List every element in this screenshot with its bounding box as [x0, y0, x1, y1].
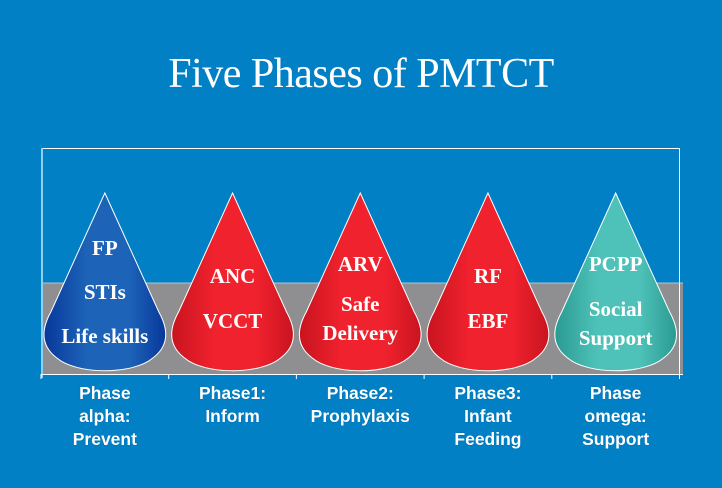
axis-ticks: [40, 374, 680, 379]
cone-text-phase1: VCCT: [203, 309, 263, 333]
phase-label-line: Support: [582, 429, 650, 449]
cone-text-omega: Support: [579, 326, 653, 350]
cone-phase3: [426, 191, 550, 372]
cone-text-alpha: STIs: [84, 280, 126, 304]
phase-label-alpha: Phase alpha: Prevent: [41, 382, 168, 451]
cone-text-alpha: FP: [92, 236, 118, 260]
phase-label-omega: Phase omega: Support: [552, 382, 679, 451]
phase-label-line: Inform: [205, 406, 260, 426]
phase-label-line: Prophylaxis: [310, 406, 410, 426]
phase-label-line: Phase: [589, 383, 642, 403]
phase-label-line: Prevent: [72, 429, 137, 449]
cone-omega: [554, 191, 677, 372]
phase-label-line: Feeding: [454, 429, 522, 449]
slide-title: Five Phases of PMTCT: [168, 51, 554, 97]
cone-text-phase2: Safe: [341, 292, 380, 316]
phase-label-line: Infant: [464, 406, 512, 426]
cone-text-phase1: ANC: [210, 264, 256, 288]
phase-label-line: Phase: [79, 383, 131, 403]
cone-phase2: [299, 191, 422, 372]
cone-phase1: [171, 191, 294, 372]
cone-text-phase2: ARV: [338, 252, 383, 276]
cone-text-omega: PCPP: [589, 252, 643, 276]
cone-text-omega: Social: [589, 297, 643, 321]
phase-label-line: omega:: [584, 406, 647, 426]
phase-label-line: Phase1:: [198, 383, 267, 403]
phase-label-phase1: Phase1: Inform: [169, 382, 296, 428]
cone-text-phase3: EBF: [468, 309, 509, 333]
cone-text-phase3: RF: [474, 264, 502, 288]
phase-label-phase2: Phase2: Prophylaxis: [297, 382, 424, 428]
cone-text-phase2: Delivery: [322, 321, 398, 345]
phase-label-line: alpha:: [79, 406, 131, 426]
phase-label-line: Phase3:: [454, 383, 522, 403]
cone-alpha: [43, 191, 167, 372]
cone-text-alpha: Life skills: [61, 324, 148, 348]
phase-label-line: Phase2:: [326, 383, 394, 403]
